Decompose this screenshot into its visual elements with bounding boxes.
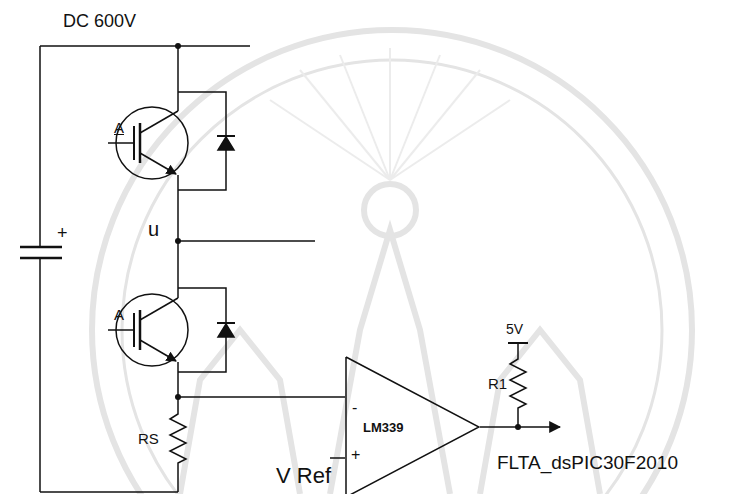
component-label: u [148,219,159,239]
component-label: 5V [506,322,523,336]
part-number: LM339 [363,421,403,434]
igbt-symbol [139,310,142,350]
diode-wire [178,288,226,372]
supply-bar [508,342,528,344]
component-label: A [114,307,124,322]
emitter-wire [177,362,179,410]
component-label: DC 600V [63,12,136,30]
diode-symbol [217,322,235,324]
collector-wire [177,46,179,111]
junction-dot [175,238,181,244]
capacitor-plate [20,246,62,249]
comparator-triangle: LM339 [345,356,480,494]
phase-output-wire [178,240,315,242]
collector-wire [177,241,179,298]
igbt-emitter [140,153,176,174]
dc-link-wire [39,46,41,247]
signal-name: FLTA_dsPIC30F2010 [497,453,678,472]
dc-link-wire [39,258,41,492]
junction-dot [175,394,181,400]
diode-symbol [218,137,234,150]
component-label: RS [138,431,159,446]
polarity-mark: + [57,224,68,242]
igbt-emitter [140,340,176,361]
igbt-symbol [139,123,142,163]
comparator-outline [346,357,479,494]
watermark-rays [270,48,510,180]
component-label: V Ref [276,465,331,487]
igbt-symbol [140,111,178,133]
component-label: A [114,120,124,135]
resistor-symbol [510,355,526,427]
gate-wire [108,329,134,331]
polarity-mark: - [352,400,357,416]
igbt-symbol [140,298,178,320]
gate-wire [108,142,134,144]
reference-wire [330,457,345,459]
watermark-logo [92,30,692,494]
pullup-wire [517,343,519,355]
diode-wire [178,92,226,190]
junction-dot [175,43,181,49]
emitter-wire [177,175,179,241]
capacitor-plate [20,257,62,260]
ground-wire [40,491,178,493]
diode-symbol [218,324,234,337]
sense-wire [178,396,345,398]
diode-symbol [217,135,235,137]
component-label: R1 [488,376,507,391]
polarity-mark: + [351,447,360,463]
junction-dot [515,424,521,430]
resistor-symbol [170,410,186,492]
dc-bus-wire [40,45,250,47]
